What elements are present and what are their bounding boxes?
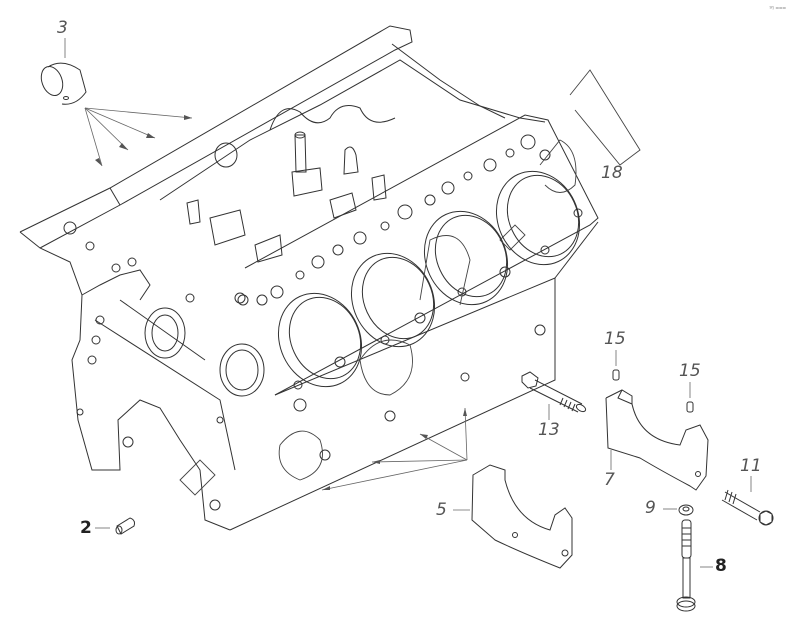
callout-8[interactable]: 8 xyxy=(715,556,727,576)
part-2-dowel-sleeve[interactable] xyxy=(95,517,135,535)
part-3-arrows xyxy=(84,107,193,167)
part-9-washer[interactable] xyxy=(663,504,694,516)
callout-9[interactable]: 9 xyxy=(645,498,656,518)
callout-7[interactable]: 7 xyxy=(604,470,615,490)
callout-2[interactable]: 2 xyxy=(80,518,92,538)
part-11-flange-bolt[interactable] xyxy=(721,476,774,526)
part-15-dowel-pins[interactable] xyxy=(612,350,694,413)
part-7-bearing-cap[interactable] xyxy=(605,389,709,491)
callout-15b[interactable]: 15 xyxy=(679,361,701,381)
callout-11[interactable]: 11 xyxy=(740,456,762,476)
watermark xyxy=(179,69,641,496)
callout-15a[interactable]: 15 xyxy=(604,329,626,349)
part-5-bearing-cap[interactable] xyxy=(453,464,573,569)
callout-3[interactable]: 3 xyxy=(57,18,68,38)
part-8-bolt[interactable] xyxy=(676,519,713,612)
bearing-cap-arrows xyxy=(321,407,468,491)
part-3-bushing[interactable] xyxy=(37,38,87,105)
deck-holes xyxy=(237,134,583,390)
callout-18[interactable]: 18 xyxy=(601,163,623,183)
cylinder-bores xyxy=(277,170,581,388)
cylinder-block[interactable] xyxy=(19,25,599,531)
corner-mark: ˢᵑ === xyxy=(769,6,786,12)
block-front-face xyxy=(19,221,546,531)
callout-5[interactable]: 5 xyxy=(436,500,447,520)
part-13-bolt[interactable] xyxy=(521,371,587,420)
callout-13[interactable]: 13 xyxy=(538,420,560,440)
